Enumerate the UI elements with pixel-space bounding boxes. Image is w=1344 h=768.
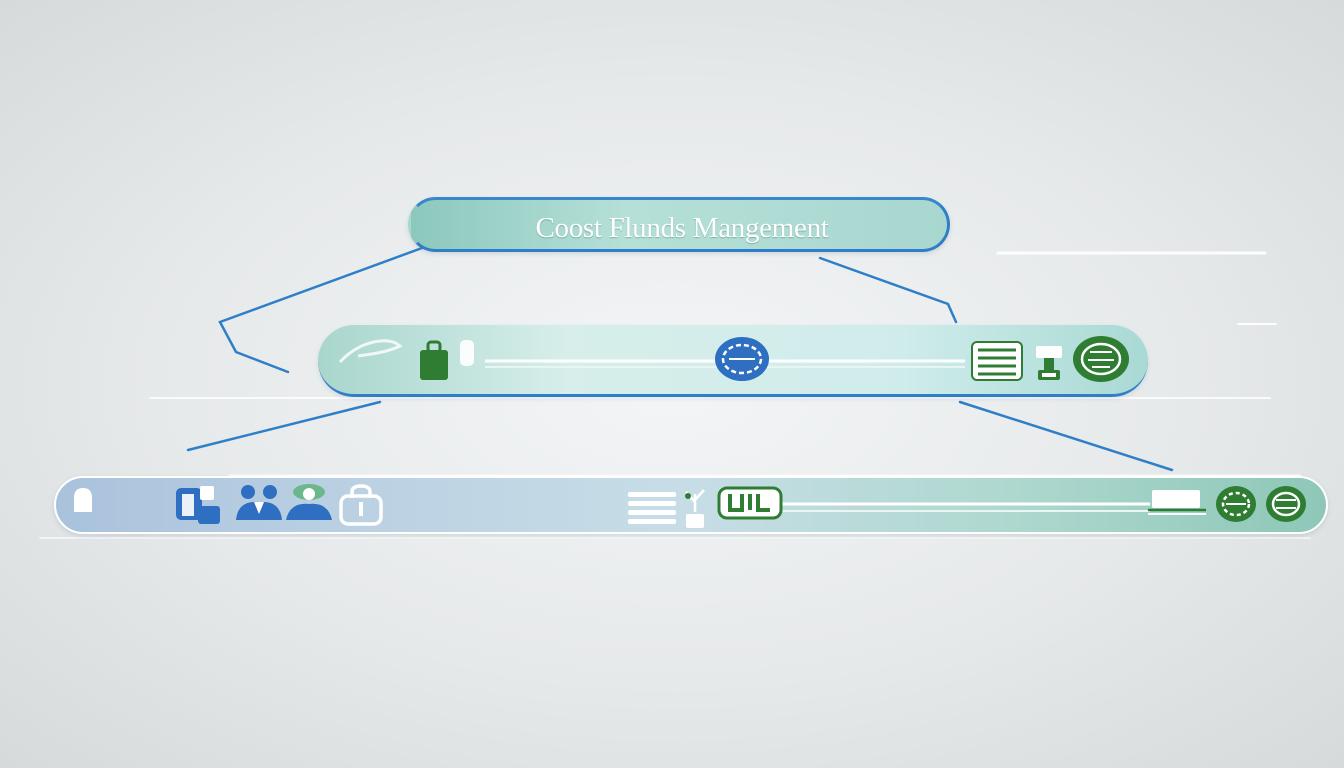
people-icon	[286, 484, 332, 520]
bag-icon	[420, 340, 474, 380]
globe-icon	[1266, 486, 1306, 522]
list-icon	[628, 492, 676, 524]
money-icon	[717, 486, 783, 520]
briefcase-icon	[176, 486, 220, 524]
globe-icon	[715, 337, 769, 381]
people-icon	[236, 485, 282, 520]
connector-left-lower	[186, 400, 382, 452]
connector-right-lower	[958, 400, 1174, 472]
swoosh-decor	[338, 339, 403, 364]
plant-icon	[685, 489, 705, 528]
connector-right-upper	[818, 256, 958, 324]
globe-icon	[1073, 336, 1129, 382]
title-pill: Coost Flunds Mangement	[408, 197, 950, 252]
connector-left-upper	[218, 246, 424, 374]
diagram-title: Coost Flunds Mangement	[535, 212, 829, 244]
lock-icon	[339, 484, 383, 526]
card-icon	[1148, 490, 1206, 515]
globe-icon	[1216, 486, 1256, 522]
scale-icon	[1036, 346, 1062, 380]
document-stack-icon	[971, 341, 1023, 381]
bell-icon	[74, 488, 92, 512]
